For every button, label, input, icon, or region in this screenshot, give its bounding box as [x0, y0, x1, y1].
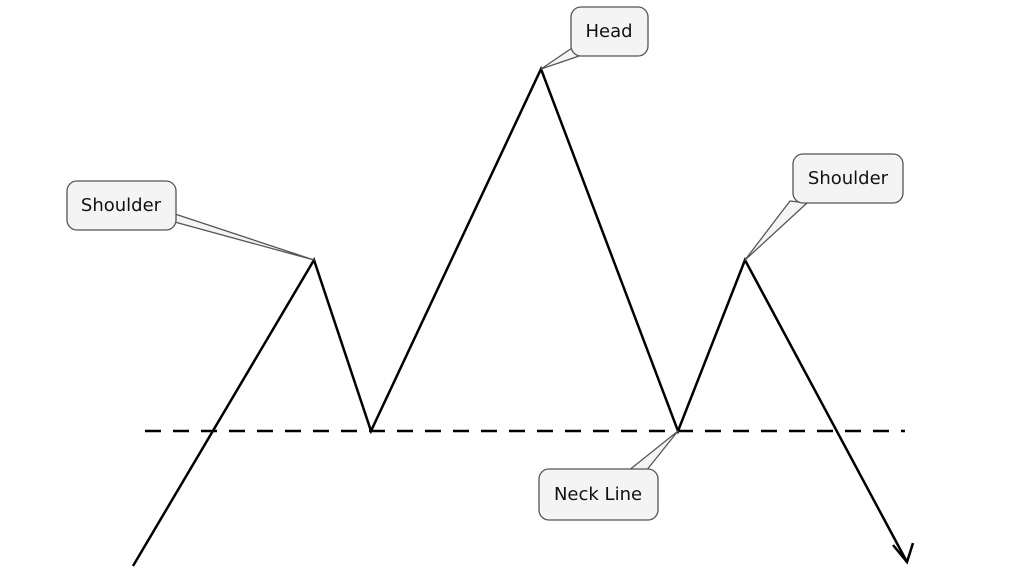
price-path — [131, 65, 909, 567]
callout-left-shoulder-pointer — [159, 213, 315, 261]
callout-left-shoulder-box — [66, 180, 177, 231]
callout-neck-line: Neck Line — [538, 430, 679, 521]
label-head: Head — [585, 21, 632, 42]
label-neck-line: Neck Line — [554, 484, 642, 505]
label-right-shoulder: Shoulder — [808, 168, 889, 189]
callout-neck-line-pointer — [627, 430, 679, 472]
trend-arrow-head — [892, 542, 915, 565]
callout-neck-line-box — [538, 468, 659, 521]
callout-left-shoulder: Shoulder — [66, 180, 315, 261]
callout-right-shoulder-box — [792, 153, 904, 204]
callout-right-shoulder-pointer — [744, 200, 808, 261]
callout-right-shoulder: Shoulder — [744, 153, 904, 261]
label-left-shoulder: Shoulder — [81, 195, 162, 216]
callout-head: Head — [540, 6, 649, 70]
callout-head-box — [570, 6, 649, 57]
